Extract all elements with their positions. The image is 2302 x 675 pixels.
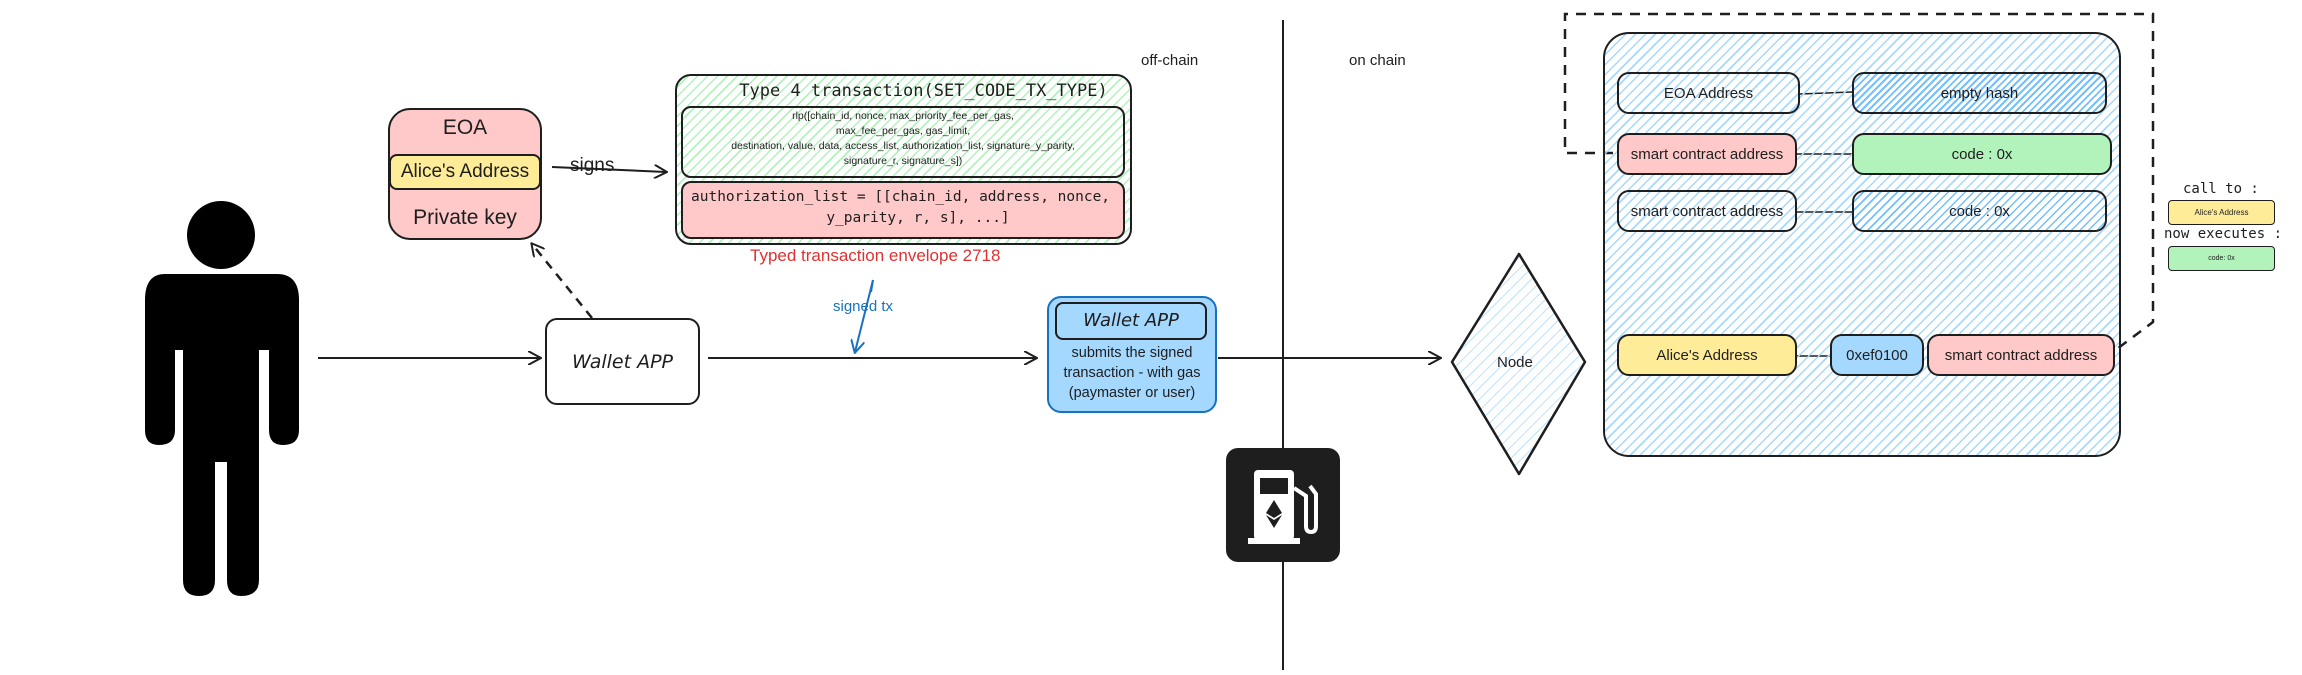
eoa-private-key: Private key [413,206,517,229]
code-cell-hatched: code : 0x [1852,190,2107,232]
alice-address-cell: Alice's Address [1617,334,1797,376]
code-cell-green: code : 0x [1852,133,2112,175]
smart-contract-address-cell-2: smart contract address [1617,190,1797,232]
auth-line-2: y_parity, r, s], ...] [826,210,1010,226]
auth-line-1: authorization_list = [[chain_id, address… [691,189,1111,205]
now-executes-label: now executes : [2164,226,2283,242]
arrow-signed-tx [855,279,874,352]
wallet-submit-line-1: submits the signed [1071,345,1193,361]
eoa-title: EOA [442,116,488,139]
transaction-title: Type 4 transaction(SET_CODE_TX_TYPE) [739,81,1108,101]
person-icon [145,201,299,596]
rlp-line-4: signature_r, signature_s]) [843,155,963,167]
wallet-submit-title: Wallet APP [1055,302,1207,340]
wallet-submit-line-3: (paymaster or user) [1068,385,1196,401]
signed-tx-label: signed tx [833,298,894,315]
call-to-box: Alice's Address [2168,200,2275,225]
ethereum-gas-pump-icon [1226,448,1340,562]
rlp-line-3: destination, value, data, access_list, a… [731,140,1075,152]
rlp-line-2: max_fee_per_gas, gas_limit, [835,125,971,137]
rlp-line-1: rlp([chain_id, nonce, max_priority_fee_p… [792,110,1014,122]
typed-envelope-label: Typed transaction envelope 2718 [750,246,1001,265]
signs-label: signs [570,155,615,176]
transaction-container: Type 4 transaction(SET_CODE_TX_TYPE) rlp… [675,74,1132,245]
smart-contract-address-cell-1: smart contract address [1617,133,1797,175]
wallet-app-box[interactable]: Wallet APP [545,318,700,405]
delegated-contract-cell: smart contract address [1927,334,2115,376]
arrow-signs [551,167,666,172]
wallet-app-label: Wallet APP [571,350,674,373]
call-to-label: call to : [2183,181,2259,197]
off-chain-label: off-chain [1141,52,1199,69]
authorization-list-box: authorization_list = [[chain_id, address… [681,181,1125,239]
delegation-prefix-cell: 0xef0100 [1830,334,1924,376]
eoa-card: EOA Alice's Address Private key [388,108,542,240]
wallet-submit-box[interactable]: Wallet APP submits the signed transactio… [1047,296,1217,413]
rlp-box: rlp([chain_id, nonce, max_priority_fee_p… [681,106,1125,178]
on-chain-label: on chain [1349,52,1406,69]
node-label: Node [1497,354,1533,371]
dashed-loop-connector [1563,12,2155,353]
now-executes-box: code: 0x [2168,246,2275,271]
eoa-address: Alice's Address [389,154,541,190]
node-diamond [1450,252,1587,476]
wallet-submit-line-2: transaction - with gas [1063,365,1201,381]
eoa-address-cell: EOA Address [1617,72,1800,114]
arrow-wallet-to-eoa [532,244,593,319]
empty-hash-cell: empty hash [1852,72,2107,114]
